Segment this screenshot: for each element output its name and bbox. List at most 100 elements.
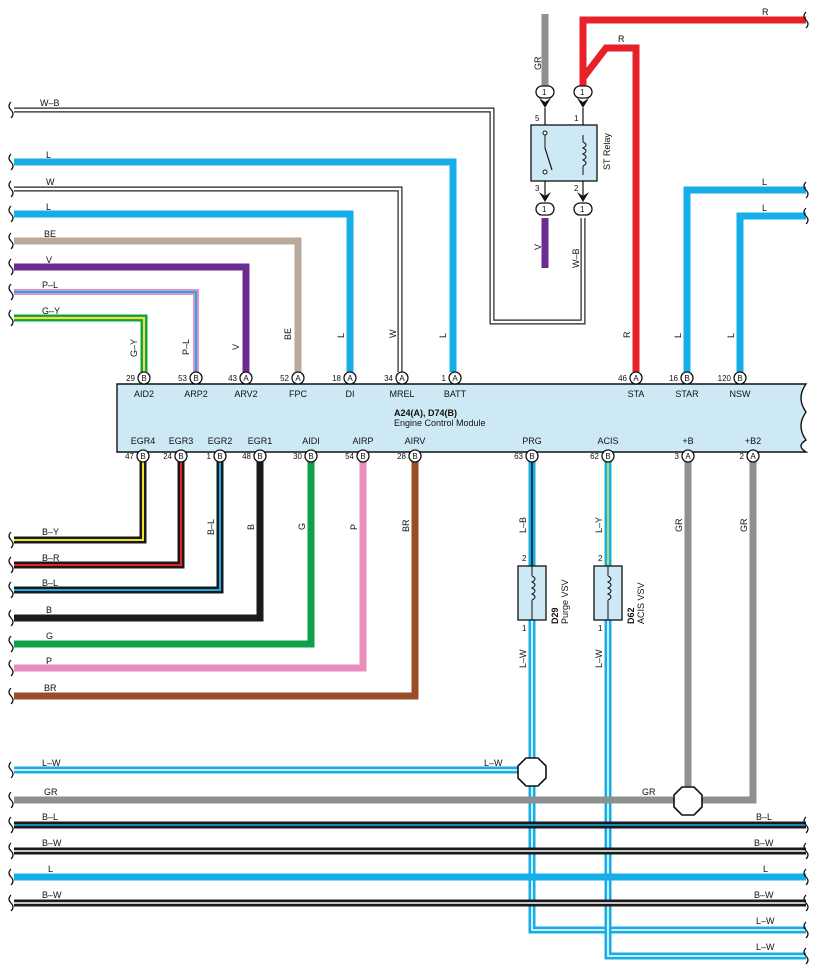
wire-label-vertical: V	[231, 344, 241, 350]
ecu-top-pin-number: 43	[228, 374, 237, 383]
ecu-top-pin-connector	[343, 371, 357, 385]
right-break-marks	[803, 11, 809, 965]
relay-conn-num: 1	[580, 88, 585, 97]
ecu-bottom-pin-connector	[746, 449, 760, 463]
wire-label-vertical: L–Y	[594, 517, 604, 533]
ecu-top-pin-number: 120	[718, 374, 732, 383]
relay-wire-label: W–B	[571, 248, 581, 268]
label-left-bottom: G	[46, 631, 53, 641]
ecu-top-pin-number: 16	[669, 374, 678, 383]
ecu-bottom-pin-name: PRG	[522, 436, 542, 446]
ecu-bottom-pin-connector	[136, 449, 150, 463]
wire-break-mark	[803, 947, 809, 965]
wire-l-batt	[14, 158, 457, 372]
ecu-title: A24(A), D74(B)	[394, 408, 457, 418]
ecu-bottom-pin-number: 2	[740, 452, 745, 461]
wire-break-mark	[8, 842, 14, 860]
wire-label-vertical: GR	[739, 518, 749, 532]
ecu-bottom-pin-number: 63	[514, 452, 523, 461]
label-bus-right: B–W	[754, 838, 774, 848]
relay-pin: 5	[535, 114, 540, 123]
ecu-bottom-pin-conn-letter: B	[178, 452, 183, 461]
ecu-bottom-pin-conn-letter: B	[308, 452, 313, 461]
ecu-bottom-pin-connector	[174, 449, 188, 463]
ecu-bottom-pin-number: 48	[242, 452, 251, 461]
wire-break-mark	[8, 556, 14, 574]
wire-break-mark	[8, 894, 14, 912]
wire-w-b	[14, 107, 586, 325]
ecu-top-pin-connector	[395, 371, 409, 385]
ecu-top-pin-connector	[291, 371, 305, 385]
ecu-bottom-pin-number: 1	[207, 452, 212, 461]
ecu-body	[116, 383, 809, 453]
acis-vsv	[593, 565, 623, 621]
wire-break-mark	[803, 921, 809, 939]
label-bus-right: L–W	[756, 942, 775, 952]
ecu-bottom-pin-conn-letter: B	[257, 452, 262, 461]
vsv-pin: 2	[522, 554, 527, 563]
ecu-bottom-pin-name: +B2	[745, 436, 761, 446]
ecu-top-pin-connector	[629, 371, 643, 385]
wire-g	[14, 462, 315, 648]
ecu-top-pins: B29AID2B53ARP2A43ARV2A52FPCA18DIA34MRELA…	[126, 371, 752, 399]
ecu-bottom-pin-name: ACIS	[597, 436, 618, 446]
relay-wire-label: V	[533, 244, 543, 250]
splice-gr	[673, 786, 703, 816]
ecu-bottom-pin-connector	[213, 449, 227, 463]
ecu-bottom-pin-name: EGR1	[248, 436, 273, 446]
ecu-bottom-pin-name: EGR4	[131, 436, 156, 446]
label-left-bottom: P	[46, 656, 52, 666]
ecu-top-pin-conn-letter: A	[399, 374, 405, 383]
relay-pin: 3	[535, 184, 540, 193]
wire-p	[14, 462, 367, 672]
ecu-top-pin-conn-letter: B	[193, 374, 198, 383]
ecu-bottom-pin-connector	[253, 449, 267, 463]
wire-v	[14, 263, 250, 372]
ecu-bottom-pin-number: 54	[345, 452, 354, 461]
wire-label-vertical: G	[297, 523, 307, 530]
label-bus-right: B–W	[754, 890, 774, 900]
label-bus-left: B–W	[42, 890, 62, 900]
relay-pin: 2	[574, 184, 579, 193]
wire-label-vertical: P	[349, 524, 359, 530]
label-bus-left: L	[48, 864, 53, 874]
ecu-bottom-pin-conn-letter: B	[529, 452, 534, 461]
wire-g-y	[14, 314, 148, 372]
ecu-bottom-pin-name: AIRV	[405, 436, 426, 446]
wire-l-w-acis	[604, 620, 806, 960]
label-left-bottom: B	[46, 605, 52, 615]
relay-conn-num: 1	[542, 205, 547, 214]
ecu-top-pin-name: FPC	[289, 389, 308, 399]
wire-label-vertical: B–L	[206, 519, 216, 535]
ecu-top-pin-connector	[448, 371, 462, 385]
ecu-top-pin-name: DI	[346, 389, 355, 399]
label-left-top: BE	[44, 229, 56, 239]
label-left-top: W–B	[40, 98, 60, 108]
wire-break-mark	[8, 309, 14, 327]
label-bus-left: GR	[44, 787, 58, 797]
wire-gr-b2	[700, 462, 757, 804]
label-bus-right: L	[763, 864, 768, 874]
wire-p-l	[14, 289, 199, 372]
ecu-top-pin-connector	[189, 371, 203, 385]
ecu-top-pin-conn-letter: A	[633, 374, 639, 383]
wire-break-mark	[8, 687, 14, 705]
ecu-bottom-pin-name: AIRP	[352, 436, 373, 446]
wire-break-mark	[803, 816, 809, 834]
ecu-top-pin-name: STAR	[675, 389, 699, 399]
wire-break-mark	[8, 816, 14, 834]
wire-l-w-prg	[528, 620, 806, 934]
label-bus-left: L–W	[42, 758, 61, 768]
label-right-top: R	[618, 34, 625, 44]
ecu-bottom-pin-name: AIDI	[302, 436, 320, 446]
wire-b-y	[14, 462, 147, 544]
ecu-bottom-pin-number: 30	[293, 452, 302, 461]
relay-name: ST Relay	[602, 133, 612, 170]
ecu-bottom-pin-conn-letter: B	[140, 452, 145, 461]
ecu-top-pin-name: NSW	[730, 389, 752, 399]
ecu-bottom-pin-connector	[408, 449, 422, 463]
ecu-top-pin-name: BATT	[444, 389, 467, 399]
ecu-bottom-pin-conn-letter: B	[217, 452, 222, 461]
label-left-top: L	[46, 150, 51, 160]
